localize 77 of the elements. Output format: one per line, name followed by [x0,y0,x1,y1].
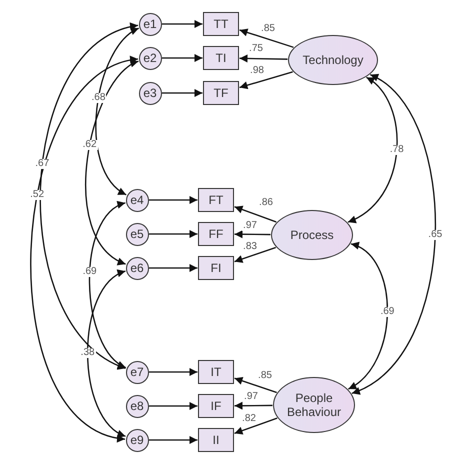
edge-label: .98 [249,66,265,76]
arrow [239,54,288,62]
indicator-box [198,188,234,212]
node-label: e5 [130,228,144,240]
node-label: e8 [130,400,144,412]
edge-label: .69 [379,306,396,317]
arrow [149,230,198,238]
node-label: IT [210,366,222,378]
node-label: People Behaviour [286,391,342,419]
edge-label: .69 [82,266,98,277]
node-label: e4 [130,194,144,206]
edge-label: .86 [258,198,274,208]
arrow [239,28,294,48]
arrow [352,74,436,394]
edge-label: .62 [82,140,98,150]
node-label: FF [208,228,224,240]
edge-label: .68 [90,92,106,103]
arrow [87,270,126,437]
arrow [149,402,198,410]
indicator-box [198,428,234,452]
node-label: II [212,434,220,446]
arrow [149,436,198,444]
arrow [30,58,138,441]
arrow [88,202,126,368]
node-label: e3 [143,87,157,99]
indicator-box [203,81,239,105]
arrow [348,76,398,223]
indicator-box [203,46,239,70]
edge-label: .97 [242,221,258,231]
arrow [348,243,388,390]
edge-label: .65 [427,230,444,240]
indicator-box [203,12,239,36]
edge-label: .85 [257,371,273,381]
edge-label: .52 [29,190,46,200]
arrow [162,54,202,62]
node-label: e7 [130,366,144,378]
arrow [162,20,202,28]
edge-label: .82 [241,414,257,424]
indicator-box [198,222,234,246]
edge-label: .38 [80,348,96,358]
arrow [149,196,198,204]
arrow [234,377,277,394]
arrow [234,230,271,238]
node-label: Process [289,228,335,242]
indicator-box [198,394,234,418]
edge-label: .97 [243,392,259,402]
edge-label: .67 [34,159,50,170]
indicator-box [198,360,234,384]
node-label: e1 [143,18,157,30]
arrow [234,206,277,223]
arrow [40,24,138,369]
indicator-box [198,256,234,280]
node-label: e2 [143,52,157,64]
node-label: TT [214,18,228,30]
edge-label: .75 [248,44,264,54]
edge-label: .85 [260,24,276,34]
latent-ellipse [288,35,378,85]
arrow [149,368,198,376]
arrow [234,402,273,410]
node-label: e9 [130,434,144,446]
node-label: FT [208,194,224,206]
node-label: IF [210,400,222,412]
latent-ellipse [271,210,353,260]
arrow [234,246,276,263]
arrow [162,89,202,97]
node-label: TF [214,87,228,99]
node-label: e6 [130,262,144,274]
arrow [234,418,278,434]
arrow [85,60,139,265]
node-label: Technology [302,53,364,67]
edge-label: .78 [388,144,405,155]
node-label: TI [216,52,226,64]
edge-label: .83 [242,242,258,252]
node-label: FI [210,262,222,274]
arrow [95,28,140,196]
arrow [149,264,198,272]
arrow [239,71,293,90]
